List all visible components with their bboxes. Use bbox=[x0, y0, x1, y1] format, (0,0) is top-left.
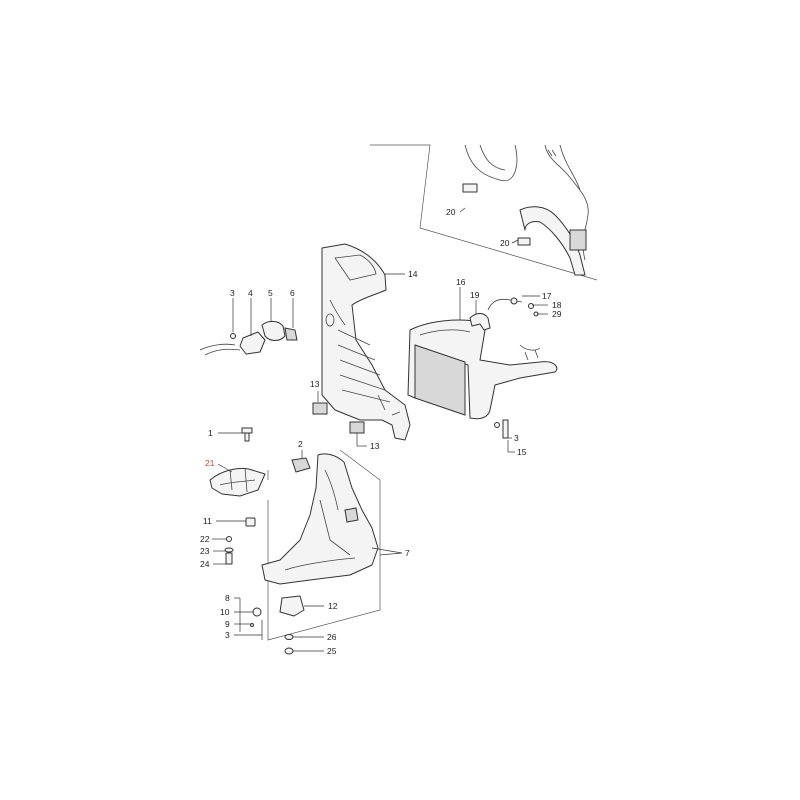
callout-25: 25 bbox=[327, 646, 337, 656]
callout-18: 18 bbox=[552, 300, 562, 310]
screw-part-1 bbox=[241, 427, 253, 442]
callout-14: 14 bbox=[408, 269, 418, 279]
callout-3a: 3 bbox=[230, 288, 235, 298]
callout-21: 21 bbox=[205, 458, 215, 468]
strap-buckle bbox=[462, 183, 478, 193]
callout-10: 10 bbox=[220, 607, 230, 617]
callout-labels: 20 20 14 16 19 17 18 29 3 4 5 6 13 13 3 … bbox=[200, 207, 562, 656]
lever-assembly-parts-3-6 bbox=[199, 320, 298, 356]
callout-5: 5 bbox=[268, 288, 273, 298]
callout-16: 16 bbox=[456, 277, 466, 287]
cable-part-17 bbox=[487, 297, 539, 317]
washer-part-22 bbox=[226, 536, 232, 542]
bracket-part-4 bbox=[239, 331, 266, 355]
pin-part-24 bbox=[225, 552, 233, 565]
clip-part-13b bbox=[349, 421, 365, 434]
callout-9: 9 bbox=[225, 619, 230, 629]
callout-3b: 3 bbox=[514, 433, 519, 443]
clip-part-13a bbox=[312, 402, 328, 415]
strap-clip bbox=[569, 229, 587, 251]
callout-26: 26 bbox=[327, 632, 337, 642]
bolts-part-3-15 bbox=[494, 419, 509, 439]
callout-8: 8 bbox=[225, 593, 230, 603]
harness-inset bbox=[370, 144, 598, 281]
callout-19: 19 bbox=[470, 290, 480, 300]
callout-1: 1 bbox=[208, 428, 213, 438]
nut-part-6 bbox=[284, 327, 298, 341]
clip-part-2 bbox=[291, 457, 311, 473]
nut-part-25 bbox=[284, 647, 294, 655]
bracket-part-21 bbox=[209, 467, 266, 497]
callout-23: 23 bbox=[200, 546, 210, 556]
spring-part-10 bbox=[252, 607, 262, 617]
block-part-12 bbox=[279, 595, 305, 617]
callout-13b: 13 bbox=[370, 441, 380, 451]
washer-part-26 bbox=[284, 634, 294, 640]
callout-6: 6 bbox=[290, 288, 295, 298]
callout-20b: 20 bbox=[500, 238, 510, 248]
callout-22: 22 bbox=[200, 534, 210, 544]
callout-7: 7 bbox=[405, 548, 410, 558]
leader-lines bbox=[212, 207, 548, 652]
callout-20a: 20 bbox=[446, 207, 456, 217]
callout-2: 2 bbox=[298, 439, 303, 449]
belt-panel bbox=[414, 344, 466, 416]
callout-24: 24 bbox=[200, 559, 210, 569]
lower-frame-part-7 bbox=[261, 449, 381, 641]
ring-part-23 bbox=[224, 547, 234, 553]
strap-buckle-2 bbox=[517, 237, 531, 246]
callout-12: 12 bbox=[328, 601, 338, 611]
callout-11: 11 bbox=[203, 516, 212, 526]
callout-15: 15 bbox=[517, 447, 527, 457]
clip-part-19 bbox=[469, 313, 491, 331]
back-frame-part-14 bbox=[321, 243, 411, 441]
harness-belt-part-16 bbox=[407, 319, 558, 420]
callout-3c: 3 bbox=[225, 630, 230, 640]
screw-part-9 bbox=[250, 623, 254, 627]
screw-part-3 bbox=[230, 333, 236, 339]
callout-13a: 13 bbox=[310, 379, 320, 389]
bushing-part-5 bbox=[261, 320, 286, 341]
spacer-part-11 bbox=[245, 517, 256, 527]
callout-29: 29 bbox=[552, 309, 562, 319]
callout-4: 4 bbox=[248, 288, 253, 298]
callout-17: 17 bbox=[542, 291, 552, 301]
